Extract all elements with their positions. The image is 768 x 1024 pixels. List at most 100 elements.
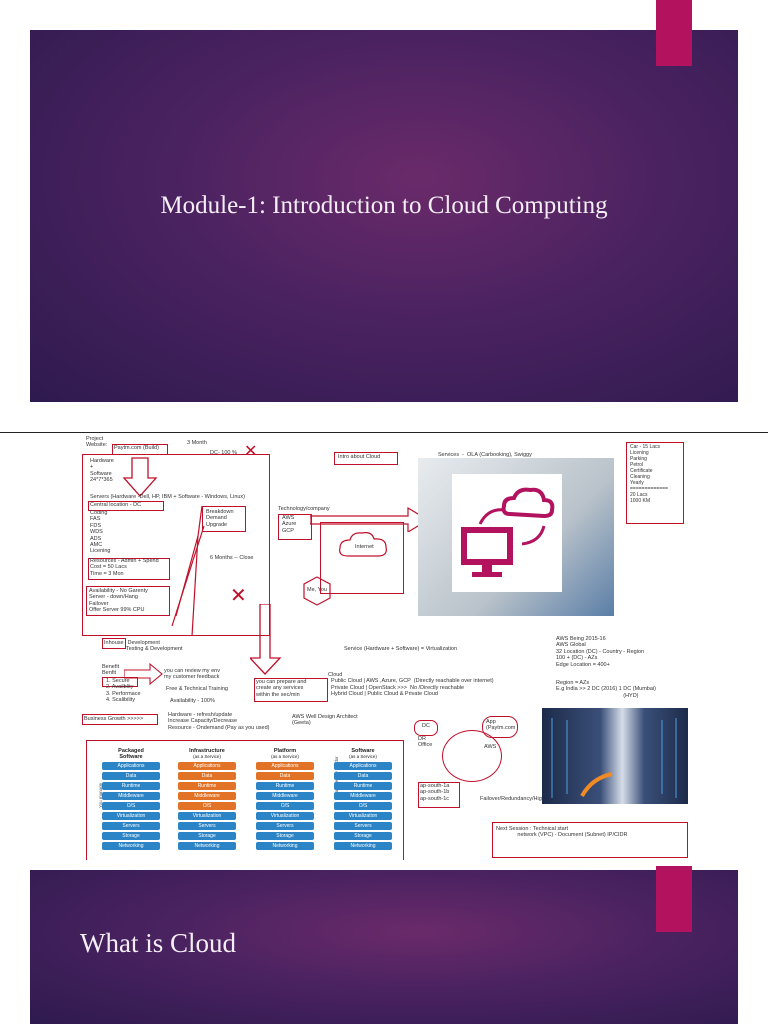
benefit-list: 1. Secure 2. Availblity 3. Performace 4.… (106, 678, 141, 704)
internet-label: Internet (355, 544, 374, 550)
stack-cell: Runtime (334, 782, 392, 790)
slide-title: What is Cloud (80, 928, 236, 958)
cloud-hand-photo (418, 458, 614, 616)
stack-cell: Applications (102, 762, 160, 770)
dc-node-label: DC (422, 723, 430, 729)
stack-cell: Middleware (102, 792, 160, 800)
page-divider (0, 432, 768, 433)
stack-cell: Networking (102, 842, 160, 850)
stack-cell: Servers (178, 822, 236, 830)
central-location-box (88, 501, 164, 511)
cloud-types: Cloud Public Cloud | AWS ,Azure, GCP (Di… (328, 672, 494, 698)
stack-cell: Runtime (256, 782, 314, 790)
services-line: Services - OLA (Carbooking), Swiggy (438, 452, 532, 458)
hexagon-user-icon (303, 576, 331, 606)
app-node-label: App (Paytm.com (486, 719, 516, 732)
cloud-outline-icon (339, 532, 387, 557)
aws-info: AWS Being 2015-16 AWS Global 32 Location… (556, 636, 645, 668)
datacenter-photo (542, 708, 688, 804)
benefit-label: Benefit Benfit (102, 664, 120, 677)
down-arrow-icon (250, 604, 282, 675)
what-is-cloud-slide: What is Cloud (30, 870, 738, 1024)
car-cost: Car - 15 Lacs Licening Parking Petrol Ce… (630, 444, 668, 504)
whiteboard-image: Project Website: Paytm.com (Build) 3 Mon… (80, 436, 688, 860)
stack-cell: Servers (256, 822, 314, 830)
stack-cell: Data (334, 772, 392, 780)
hardware-software: Hardware + Software 24*7*365 (90, 458, 114, 484)
stack-cell: Storage (256, 832, 314, 840)
slide-accent-tab (656, 0, 692, 66)
stack-cell: O/S (178, 802, 236, 810)
project-label: Project Website: (86, 436, 108, 449)
stack-cell: Data (256, 772, 314, 780)
arrow-icon (124, 662, 163, 686)
stack-cell: Applications (334, 762, 392, 770)
title-slide: Module-1: Introduction to Cloud Computin… (30, 30, 738, 402)
six-months: 6 Months -- Close (210, 555, 254, 561)
stack-cell: Applications (256, 762, 314, 770)
providers-list: AWS Azure GCP (282, 515, 297, 534)
next-session: Next Session : Technical start network (… (496, 826, 628, 839)
stack-title: Software (351, 748, 375, 754)
inhouse: Inhouse (104, 640, 124, 646)
cross-mark-icon: ✕ (244, 443, 258, 460)
down-arrow-icon (122, 457, 158, 497)
central-location: Central location - DC (90, 502, 142, 508)
slide-title: Module-1: Introduction to Cloud Computin… (160, 192, 608, 219)
servers-line: Servers (Hardware -Dell, HP, IBM + Softw… (90, 494, 246, 500)
availability-100: Availability - 100% (170, 698, 215, 704)
arrow-lines-icon (171, 505, 205, 637)
stack-subtitle: (as a Service) (271, 754, 299, 759)
stack-cell: Runtime (178, 782, 236, 790)
server-racks-icon (551, 718, 677, 798)
stack-cell: Storage (102, 832, 160, 840)
stack-cell: Servers (102, 822, 160, 830)
stack-cell: Networking (256, 842, 314, 850)
onprem-frame (82, 454, 270, 636)
stack-cell: Networking (178, 842, 236, 850)
free-training: Free & Technical Training (166, 686, 228, 692)
breakdown-text: Breakdown Demand Upgrade (206, 509, 234, 528)
review-text: you can review my env my customer feedba… (164, 668, 220, 681)
stack-cell: Virtualization (178, 812, 236, 820)
intro-cloud: Intro about Cloud (338, 454, 381, 460)
hardware-refresh: Hardware - refresh/update Increase Capac… (168, 712, 270, 731)
aws-region-circle (442, 730, 502, 782)
business-growth-box (82, 714, 158, 725)
car-cost-box (626, 442, 684, 524)
next-session-box (492, 822, 688, 858)
slide-accent-tab (656, 866, 692, 932)
stack-cell: Storage (334, 832, 392, 840)
resources-box (88, 558, 170, 580)
stack-subtitle: (as a Service) (193, 754, 221, 759)
prepare-box (254, 678, 328, 702)
stack-title: Packaged Software (118, 748, 144, 760)
region-info: Region = AZs E.g India >> 2 DC (2016) 1 … (556, 680, 656, 699)
dr-office-label: DR Office (418, 736, 433, 749)
resources-text: Resources - Admin + Spend Cost = 50 Lacs… (90, 558, 159, 577)
me-you-label: Me, You (307, 587, 327, 593)
stack-cell: O/S (102, 802, 160, 810)
inhouse-rest: Development Testing & Development (126, 640, 183, 653)
stack-title: Infrastructure (189, 748, 225, 754)
az-box (418, 782, 460, 808)
app-node (482, 716, 518, 738)
stack-cell: Storage (178, 832, 236, 840)
secure-box (102, 677, 138, 687)
stack-cell: Virtualization (256, 812, 314, 820)
stack-cell: Networking (334, 842, 392, 850)
intro-cloud-box (334, 452, 398, 465)
availability-text: Availability - No Garenty Server - down/… (89, 588, 148, 614)
stack-cell: Virtualization (334, 812, 392, 820)
stack-cell: O/S (256, 802, 314, 810)
stack-saas: Software (as a Service) Applications Dat… (334, 748, 392, 852)
internet-frame (320, 522, 404, 594)
prepare-text: you can prepare and create any services … (256, 679, 307, 698)
technology-label: Technology/company (278, 506, 330, 512)
stack-cell: Middleware (256, 792, 314, 800)
breakdown-box (202, 506, 246, 532)
stack-cell: O/S (334, 802, 392, 810)
stack-subtitle: (as a Service) (349, 754, 377, 759)
stack-cell: Virtualization (102, 812, 160, 820)
stack-cell: Servers (334, 822, 392, 830)
